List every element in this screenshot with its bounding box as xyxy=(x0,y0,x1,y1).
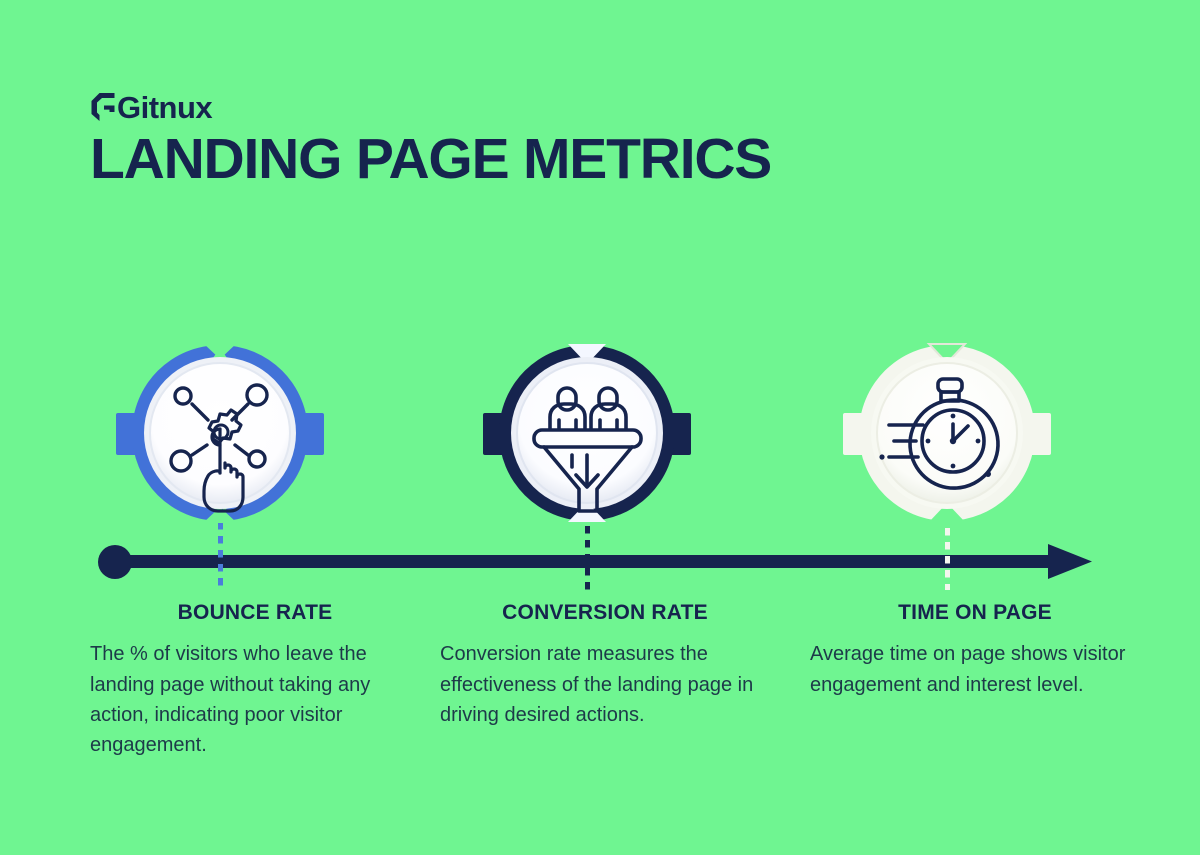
badge-inner-disc xyxy=(517,363,657,503)
metric-column-time-on-page: TIME ON PAGE Average time on page shows … xyxy=(810,600,1140,700)
brand-logo: Gitnux xyxy=(90,90,771,124)
badge-inner-stroke xyxy=(876,362,1018,504)
badge-notch-top xyxy=(203,343,237,359)
metric-title: CONVERSION RATE xyxy=(502,601,708,624)
badge-inner-stroke xyxy=(516,362,658,504)
badge-inner-stroke xyxy=(149,362,291,504)
connector-bounce-rate xyxy=(218,508,223,590)
badge-notch-top-edge xyxy=(926,343,968,365)
connector-conversion-rate xyxy=(585,512,590,590)
timeline-arrow-head xyxy=(1048,544,1092,579)
metric-column-conversion-rate: CONVERSION RATE Conversion rate measures… xyxy=(440,600,770,730)
badge-time-on-page[interactable] xyxy=(842,333,1052,533)
page-title: LANDING PAGE METRICS xyxy=(90,127,772,191)
badge-conversion-rate[interactable] xyxy=(482,333,692,533)
badge-notch-bottom xyxy=(929,503,965,522)
metric-title: TIME ON PAGE xyxy=(898,601,1052,624)
metric-description: Conversion rate measures the effectivene… xyxy=(440,643,754,726)
badge-bounce-rate[interactable] xyxy=(115,333,325,533)
badge-notch-bottom xyxy=(203,507,237,523)
badge-notch-top xyxy=(568,344,606,364)
gitnux-g-mark-icon xyxy=(91,93,115,121)
metric-title: BOUNCE RATE xyxy=(177,601,333,624)
header: Gitnux LANDING PAGE METRICS xyxy=(90,90,772,191)
stopwatch-speed-icon xyxy=(879,377,1000,490)
timeline-axis xyxy=(98,544,1092,579)
funnel-people-arrow-icon xyxy=(532,386,643,513)
badge-inner-disc xyxy=(877,363,1017,503)
badge-notch-top xyxy=(929,344,965,363)
metric-description: The % of visitors who leave the landing … xyxy=(90,643,371,757)
brand-name: Gitnux xyxy=(117,89,213,125)
metric-description: Average time on page shows visitor engag… xyxy=(810,643,1126,696)
connector-time-on-page xyxy=(945,500,950,590)
hand-click-gear-network-icon xyxy=(169,383,269,513)
metric-column-bounce-rate: BOUNCE RATE The % of visitors who leave … xyxy=(90,600,420,761)
